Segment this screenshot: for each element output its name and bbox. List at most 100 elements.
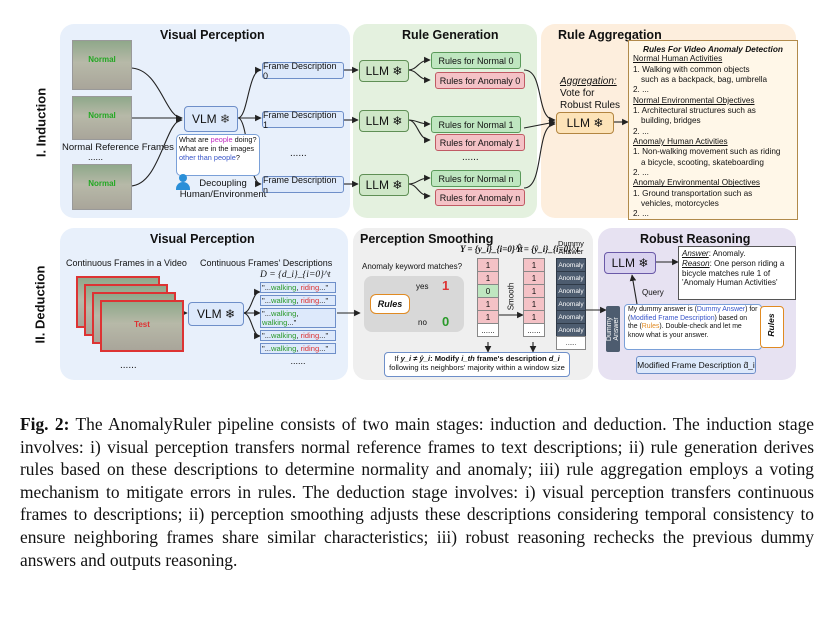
frame-description-0: Frame Description 0 xyxy=(262,61,344,81)
prompt-text: ) for ( xyxy=(628,306,758,322)
query-label: Query xyxy=(642,288,664,297)
note-math: d_i xyxy=(548,354,560,363)
desc-walking: walking xyxy=(271,283,297,292)
dummy-answer-cell: Anomaly xyxy=(556,297,586,311)
continuous-frames-label: Continuous Frames in a Video xyxy=(66,258,187,268)
desc-text: "... xyxy=(262,296,272,305)
rules-anomaly-0: Rules for Anomaly 0 xyxy=(435,72,525,89)
desc-text: "... xyxy=(262,309,272,318)
dummy-answer-cell: Anomaly xyxy=(556,271,586,285)
note-text: : Modify xyxy=(430,354,462,363)
y-cell: 1 xyxy=(477,297,499,311)
dummy-answer-header: Dummy Answer xyxy=(558,239,584,256)
y-cell: 0 xyxy=(477,284,499,298)
dummy-answer-vertical xyxy=(606,306,620,352)
rules-section-heading: Normal Environmental Objectives xyxy=(633,95,755,105)
yhat-cell: 1 xyxy=(523,297,545,311)
llm-label: LLM xyxy=(566,116,590,130)
rules-item: 1. Walking with common objects xyxy=(633,64,750,74)
test-frames-ellipsis: ...... xyxy=(120,360,137,371)
aggregation-label: Aggregation: xyxy=(560,76,617,87)
rule-generation-title: Rule Generation xyxy=(402,28,499,42)
snowflake-icon: ❄ xyxy=(593,116,604,130)
person-icon xyxy=(176,174,190,190)
llm-label: LLM xyxy=(365,64,389,78)
induction-vp-title: Visual Perception xyxy=(160,28,265,42)
reason-value: : One person riding a bicycle matches ru… xyxy=(682,258,785,288)
descriptions-list: "...walking, riding..." "...walking, rid… xyxy=(260,282,336,366)
llm-label: LLM xyxy=(365,114,389,128)
no-label: no xyxy=(418,318,427,327)
description-item: "...walking, riding..." xyxy=(260,295,336,306)
desc-text: "... xyxy=(262,331,272,340)
rules-item: vehicles, motorcycles xyxy=(641,199,719,209)
desc-walking: walking xyxy=(271,344,297,353)
deduction-vp-title: Visual Perception xyxy=(150,232,255,246)
rules-item: 2. ... xyxy=(633,209,649,219)
rules-anomaly-n: Rules for Anomaly n xyxy=(435,189,525,206)
rules-note-icon xyxy=(760,306,784,348)
desc-riding: riding xyxy=(300,283,320,292)
desc-text: , xyxy=(296,283,301,292)
prompt-text: ) based on the ( xyxy=(628,314,748,331)
rules-item: 1. Architectural structures such as xyxy=(633,106,756,116)
rules-item: 2. ... xyxy=(633,126,649,136)
rules-ellipsis: ...... xyxy=(462,152,479,163)
descriptions-ellipsis: ...... xyxy=(290,148,307,159)
desc-text: ..." xyxy=(319,296,329,305)
note-math: i_th xyxy=(461,354,475,363)
decoupling-label: Decoupling Human/Environment xyxy=(179,178,267,201)
desc-riding: riding xyxy=(300,331,320,340)
desc-text: , xyxy=(296,344,301,353)
yhat-cell: ...... xyxy=(523,323,545,337)
rules-item: building, bridges xyxy=(641,116,701,126)
rules-item: such as a backpack, bag, umbrella xyxy=(641,75,768,85)
desc-walking: walking xyxy=(262,318,288,327)
answer-label: Answer xyxy=(682,249,709,258)
rules-normal-1: Rules for Normal 1 xyxy=(431,116,521,133)
aggregation-text: Vote for Robust Rules xyxy=(560,88,621,111)
deduction-vlm-box: VLM ❄ xyxy=(188,302,244,326)
desc-text: ..." xyxy=(319,283,329,292)
dummy-answer-cell: Anomaly xyxy=(556,258,586,272)
rules-item: a bicycle, scooting, skateboarding xyxy=(641,157,764,167)
prompt-modified: Modified Frame Description xyxy=(630,314,715,322)
modified-frame-description: Modified Frame Description d̂_i xyxy=(636,356,756,374)
llm-label: LLM xyxy=(611,256,635,270)
yhat-cell: 1 xyxy=(523,310,545,324)
desc-walking: walking xyxy=(271,296,297,305)
reason-label: Reason xyxy=(682,258,710,268)
perception-smoothing-title: Perception Smoothing xyxy=(360,232,494,246)
frame-description-1: Frame Description 1 xyxy=(262,110,344,130)
desc-text: , xyxy=(296,331,301,340)
aggregation-llm: LLM ❄ xyxy=(556,112,614,134)
prompt-text: My dummy answer is ( xyxy=(628,306,697,313)
normal-frame-2: Normal xyxy=(72,96,132,140)
robust-reasoning-title: Robust Reasoning xyxy=(640,232,751,246)
prompt-rules: Rules xyxy=(641,323,660,331)
figure-caption: Fig. 2: The AnomalyRuler pipeline consis… xyxy=(20,413,814,571)
frame-description-n: Frame Description n xyxy=(262,175,344,195)
bubble-other: other than people xyxy=(179,152,236,162)
desc-text: ..." xyxy=(319,344,329,353)
description-item: "...walking, riding..." xyxy=(260,330,336,341)
desc-text: , xyxy=(296,296,301,305)
rules-note-label: Rules xyxy=(766,313,776,337)
y-cell: 1 xyxy=(477,310,499,324)
desc-text: ..." xyxy=(319,331,329,340)
snowflake-icon: ❄ xyxy=(638,256,649,270)
rules-item: 1. Ground transportation such as xyxy=(633,188,753,198)
rules-document: Rules For Video Anomaly Detection Normal… xyxy=(628,40,798,220)
frames-ellipsis: ...... xyxy=(88,152,104,162)
description-item: "...walking, walking..." xyxy=(260,308,336,328)
question-bubble: What are people doing? What are in the i… xyxy=(176,134,260,176)
smooth-label: Smooth xyxy=(506,282,516,311)
bubble-text: doing? What are in the images xyxy=(179,135,257,153)
rules-item: 2. ... xyxy=(633,85,649,95)
rule-gen-llm-1: LLM ❄ xyxy=(359,110,409,132)
caption-label: Fig. 2: xyxy=(20,414,70,434)
prompt-dummy: Dummy Answer xyxy=(696,306,746,313)
rule-aggregation-title: Rule Aggregation xyxy=(558,28,662,42)
yhat-cell: 1 xyxy=(523,258,545,272)
vlm-label: VLM xyxy=(196,307,222,321)
